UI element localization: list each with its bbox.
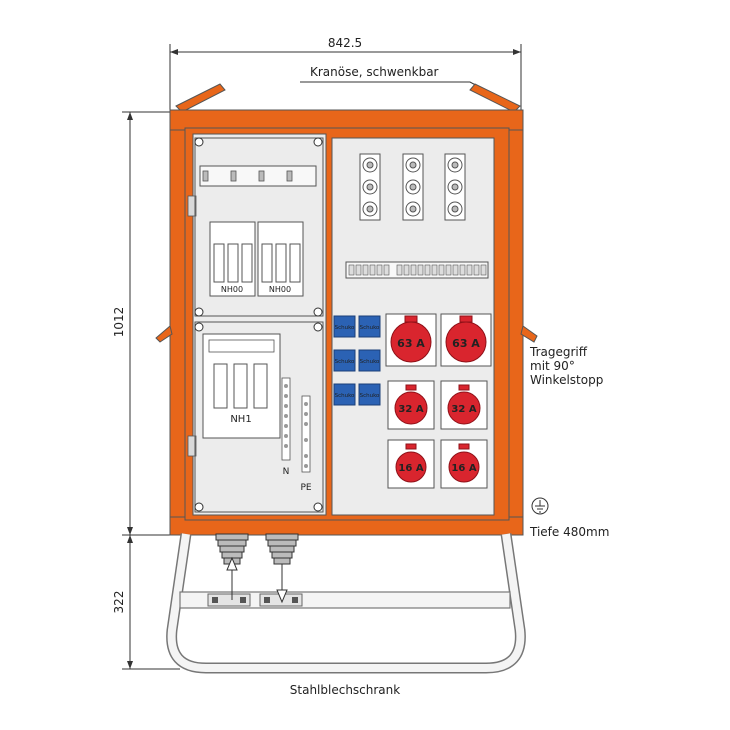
n-terminal-bar: N <box>281 377 291 477</box>
caption: Stahlblechschrank <box>290 683 401 697</box>
svg-text:Schuko: Schuko <box>360 359 380 365</box>
base-height-dimension-label: 322 <box>112 591 126 614</box>
svg-text:63 A: 63 A <box>452 337 480 350</box>
breaker-module <box>480 264 487 276</box>
svg-text:32 A: 32 A <box>398 404 423 415</box>
height-dimension <box>122 111 172 536</box>
breaker-module <box>348 264 355 276</box>
handle-label-line1: Tragegriff <box>529 345 588 359</box>
breaker-module <box>403 264 410 276</box>
breaker-module <box>459 264 466 276</box>
carry-handle-left <box>155 325 173 343</box>
depth-label: Tiefe 480mm <box>529 525 609 539</box>
breaker-module <box>362 264 369 276</box>
cee-32a-socket-right: 32 A <box>440 380 488 430</box>
schuko-socket: Schuko <box>358 383 381 406</box>
schuko-socket: Schuko <box>333 383 356 406</box>
svg-text:16 A: 16 A <box>451 463 476 474</box>
breaker-module <box>369 264 376 276</box>
breaker-module <box>417 264 424 276</box>
svg-text:32 A: 32 A <box>451 404 476 415</box>
cee-32a-socket-left: 32 A <box>387 380 435 430</box>
pe-terminal-label: PE <box>300 483 311 493</box>
breaker-module <box>396 264 403 276</box>
nh1-main-fuse: NH1 <box>202 333 281 439</box>
breaker-module <box>445 264 452 276</box>
pe-terminal-bar: PE <box>300 395 312 493</box>
schuko-socket: Schuko <box>333 315 356 338</box>
breaker-module <box>410 264 417 276</box>
svg-text:Schuko: Schuko <box>335 325 355 331</box>
svg-text:Schuko: Schuko <box>360 325 380 331</box>
handle-label-line2: mit 90° <box>530 359 575 373</box>
breaker-module <box>355 264 362 276</box>
base-height-dimension <box>122 535 180 670</box>
schuko-socket: Schuko <box>333 349 356 372</box>
cee-63a-socket-left: 63 A <box>385 313 437 367</box>
cee-16a-socket-right: 16 A <box>440 439 488 489</box>
nh00-label-left: NH00 <box>221 285 243 294</box>
cee-63a-socket-right: 63 A <box>440 313 492 367</box>
height-dimension-label: 1012 <box>112 307 126 338</box>
breaker-module <box>376 264 383 276</box>
handle-label-line3: Winkelstopp <box>530 373 603 387</box>
svg-text:63 A: 63 A <box>397 337 425 350</box>
cable-gland-right <box>265 533 299 565</box>
crane-eye-label: Kranöse, schwenkbar <box>310 65 439 79</box>
carry-handle-right <box>520 325 538 343</box>
schuko-socket: Schuko <box>358 349 381 372</box>
breaker-module <box>424 264 431 276</box>
cee-16a-socket-left: 16 A <box>387 439 435 489</box>
schuko-sockets: Schuko Schuko Schuko Schuko Schuko Schuk… <box>333 315 381 406</box>
breaker-module <box>473 264 480 276</box>
crane-eye-left <box>175 83 226 113</box>
breaker-rail <box>345 261 489 279</box>
width-dimension-label: 842.5 <box>328 36 362 50</box>
breaker-module <box>438 264 445 276</box>
nh1-label: NH1 <box>230 414 251 425</box>
breaker-module <box>431 264 438 276</box>
powerlock-connectors <box>359 153 466 221</box>
n-terminal-label: N <box>283 467 290 477</box>
width-dimension <box>169 44 522 110</box>
svg-text:Schuko: Schuko <box>335 359 355 365</box>
nh00-label-right: NH00 <box>269 285 291 294</box>
breaker-module <box>466 264 473 276</box>
breaker-module <box>452 264 459 276</box>
crane-eye-right <box>469 83 521 113</box>
nh00-fuse-right: NH00 <box>257 221 304 297</box>
svg-text:Schuko: Schuko <box>360 393 380 399</box>
ground-icon <box>531 497 549 515</box>
breaker-module <box>383 264 390 276</box>
schuko-socket: Schuko <box>358 315 381 338</box>
crane-eye-leader <box>300 81 497 97</box>
nh00-fuse-left: NH00 <box>209 221 256 297</box>
svg-text:Schuko: Schuko <box>335 393 355 399</box>
svg-text:16 A: 16 A <box>398 463 423 474</box>
base-frame <box>166 533 526 674</box>
cable-entry-arrows <box>226 556 288 604</box>
